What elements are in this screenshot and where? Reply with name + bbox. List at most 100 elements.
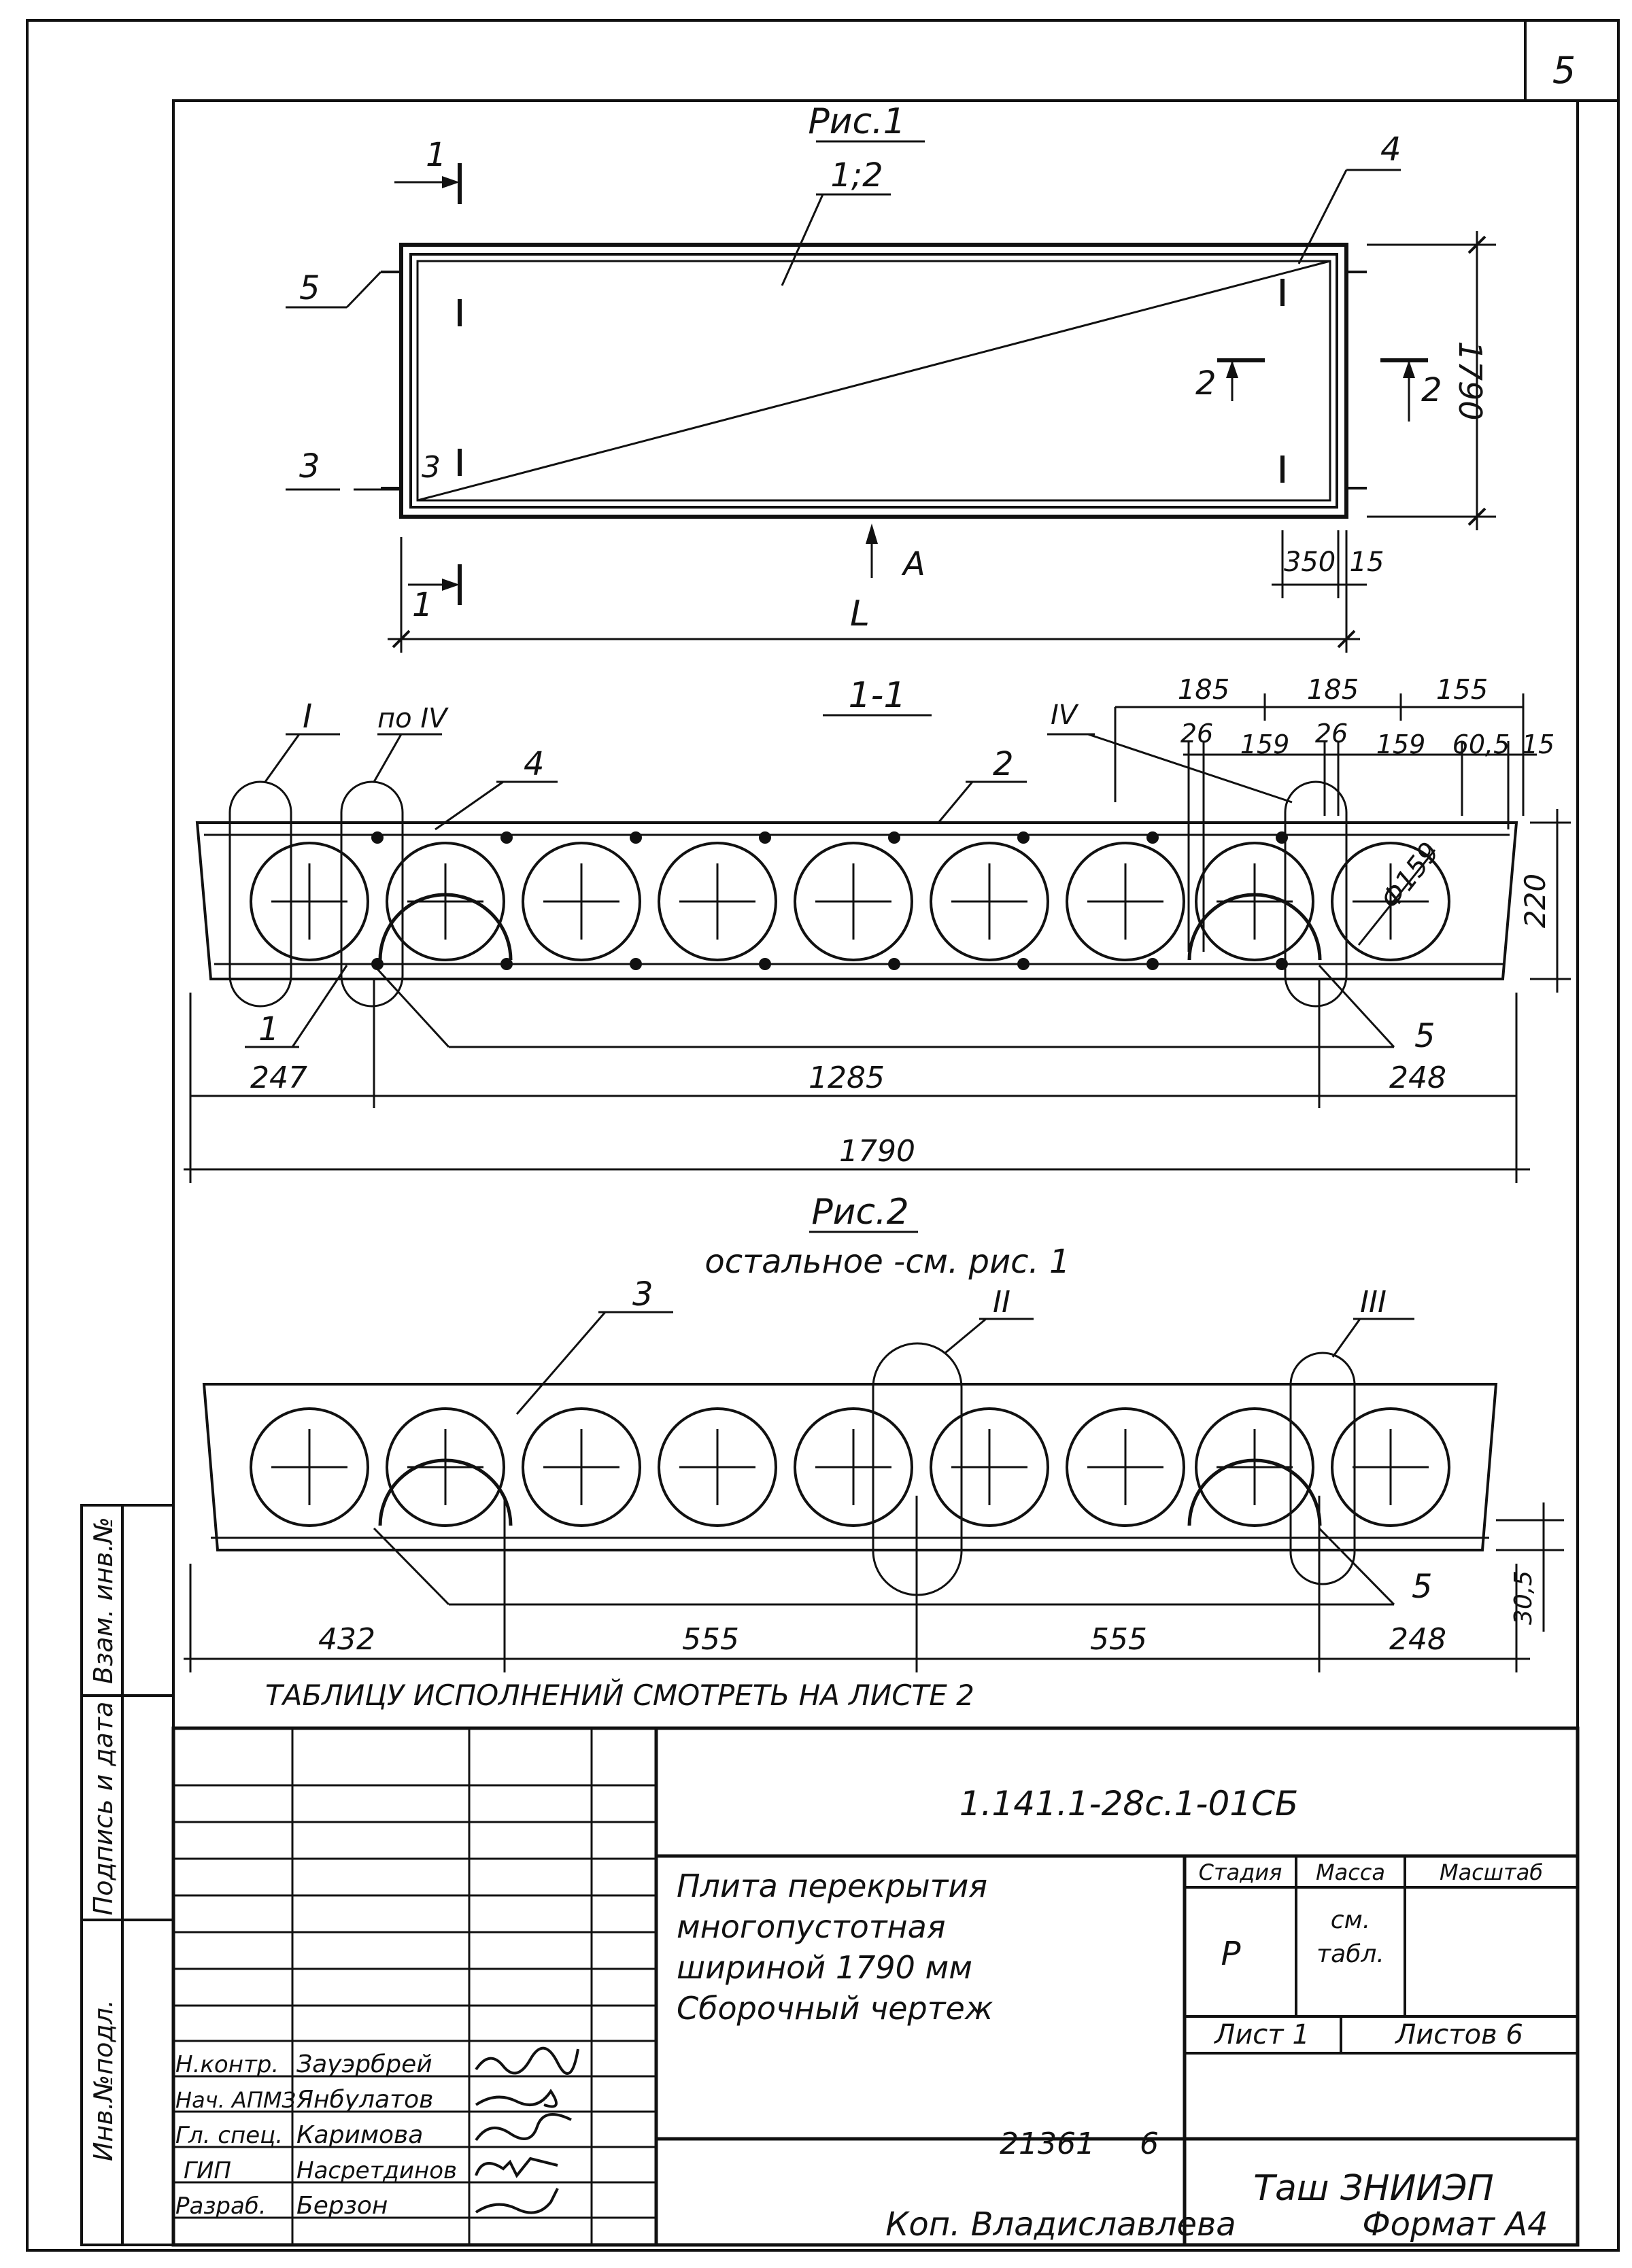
void-circle — [378, 1407, 513, 1527]
name-4: Насретдинов — [296, 2157, 457, 2184]
mass-header: Масса — [1316, 1859, 1385, 1885]
dim-555-a: 555 — [682, 1622, 739, 1657]
fig1-callout-2-left: 2 — [1195, 364, 1217, 402]
void-circle — [1066, 842, 1185, 961]
strip-signature-date: Подпись и дата — [88, 1702, 118, 1916]
sheet-number: 5 — [1552, 49, 1576, 92]
node-III: III — [1360, 1285, 1387, 1320]
title-block: 1.141.1-28с.1-01СБ Плита перекрытия мног… — [171, 1726, 1580, 2247]
void-circle — [794, 1407, 913, 1527]
rebar-dot — [630, 831, 642, 844]
void-circle — [378, 842, 513, 961]
dim-15-top: 15 — [1522, 729, 1554, 759]
dim-248-fig2: 248 — [1389, 1622, 1446, 1657]
void-circle — [522, 842, 641, 961]
fig1-title: Рис.1 — [808, 101, 905, 142]
rebar-dot — [1017, 958, 1030, 970]
name-1: Зауэрбрей — [296, 2050, 432, 2078]
doc-name-line-2: многопустотная — [677, 1908, 946, 1945]
name-5: Берзон — [296, 2192, 388, 2220]
fig2-voids — [250, 1407, 1450, 1527]
dim-26-b: 26 — [1315, 719, 1348, 749]
fig2-slab-outline — [202, 1383, 1498, 1551]
void-circle — [658, 1407, 777, 1527]
diameter-label: Ф159 — [1375, 837, 1446, 916]
node-I: I — [303, 698, 312, 736]
node-IV: IV — [1051, 700, 1079, 731]
fig1-callout-L: L — [850, 594, 870, 634]
role-1: Н.контр. — [175, 2051, 279, 2078]
void-circle — [522, 1407, 641, 1527]
strip-inv-podl: Инв.№подл. — [88, 1999, 118, 2161]
fig2-section: Рис.2 остальное -см. рис. 1 3 II III 5 3… — [184, 1192, 1564, 1672]
stage-value: Р — [1221, 1935, 1241, 1973]
node-II: II — [993, 1285, 1010, 1320]
fig1-dim-350: 350 — [1284, 547, 1336, 578]
left-strip: Инв.№подл. Подпись и дата Взам. инв.№ — [80, 1504, 175, 2246]
dim-247: 247 — [250, 1061, 307, 1095]
fig2-title: Рис.2 — [811, 1192, 908, 1233]
dim-185-a: 185 — [1178, 674, 1229, 706]
fig1-dim-height: 1790 — [1452, 341, 1489, 420]
rebar-dot — [759, 958, 771, 970]
rebar-dot — [1146, 831, 1159, 844]
footer-six: 6 — [1140, 2127, 1159, 2161]
fig1-callout-3-inner: 3 — [422, 450, 441, 485]
rebar-dot — [888, 831, 900, 844]
sheets-label: Листов 6 — [1394, 2019, 1523, 2050]
rebar-dot — [630, 958, 642, 970]
dim-220: 220 — [1518, 874, 1552, 928]
section11-slab-outline — [195, 821, 1518, 980]
rebar-dot — [888, 958, 900, 970]
fig1-callout-2-right: 2 — [1421, 371, 1442, 409]
pos-2: 2 — [993, 745, 1014, 783]
void-circle — [250, 842, 369, 961]
void-circle — [930, 842, 1049, 961]
pos-1: 1 — [258, 1010, 279, 1048]
mass-value-1: см. — [1331, 1906, 1370, 1934]
void-circle — [1331, 1407, 1450, 1527]
section-1-1: 1-1 I по IV IV 4 2 1 5 — [184, 674, 1571, 1183]
dim-30-5: 30,5 — [1510, 1570, 1537, 1625]
section11-voids — [250, 842, 1450, 961]
stage-header: Стадия — [1199, 1859, 1282, 1885]
name-2: Янбулатов — [296, 2086, 433, 2114]
fig1-mark: 1;2 — [830, 156, 883, 194]
rebar-dot — [500, 831, 513, 844]
role-3: Гл. спец. — [175, 2122, 283, 2149]
dim-26-a: 26 — [1180, 719, 1213, 749]
dim-248: 248 — [1389, 1061, 1446, 1095]
node-poIV: по IV — [377, 703, 449, 734]
fig1-plan: Рис.1 1;2 1 1 5 3 — [286, 101, 1496, 653]
dim-1285: 1285 — [809, 1061, 885, 1095]
rebar-dot — [1146, 958, 1159, 970]
void-circle — [1331, 842, 1450, 961]
role-2: Нач. АПМЗ — [175, 2087, 296, 2113]
table-note: ТАБЛИЦУ ИСПОЛНЕНИЙ СМОТРЕТЬ НА ЛИСТЕ 2 — [265, 1678, 974, 1712]
dim-185-b: 185 — [1307, 674, 1359, 706]
fig2-pos-5: 5 — [1412, 1568, 1433, 1606]
footer-number: 21361 — [1000, 2127, 1095, 2161]
rebar-dot — [500, 958, 513, 970]
fig1-dim-15: 15 — [1350, 547, 1384, 578]
dim-1790-total: 1790 — [839, 1134, 915, 1169]
role-5: Разраб. — [175, 2193, 267, 2220]
fig2-subtitle: остальное -см. рис. 1 — [704, 1243, 1070, 1281]
rebar-dot — [371, 831, 384, 844]
fig1-callout-A: A — [901, 545, 925, 583]
name-3: Каримова — [296, 2121, 423, 2149]
doc-name-line-3: шириной 1790 мм — [677, 1949, 972, 1986]
rebar-dot — [759, 831, 771, 844]
void-circle — [930, 1407, 1049, 1527]
void-circle — [250, 1407, 369, 1527]
void-circle — [1066, 1407, 1185, 1527]
dim-159-b: 159 — [1376, 729, 1426, 759]
void-circle — [794, 842, 913, 961]
organization: Таш ЗНИИЭП — [1253, 2168, 1493, 2209]
signatures — [475, 2046, 579, 2214]
footer-format: Формат А4 — [1362, 2205, 1548, 2244]
dim-555-b: 555 — [1090, 1622, 1147, 1657]
pos-4: 4 — [524, 745, 545, 783]
footer-copied: Коп. Владиславлева — [885, 2205, 1236, 2244]
